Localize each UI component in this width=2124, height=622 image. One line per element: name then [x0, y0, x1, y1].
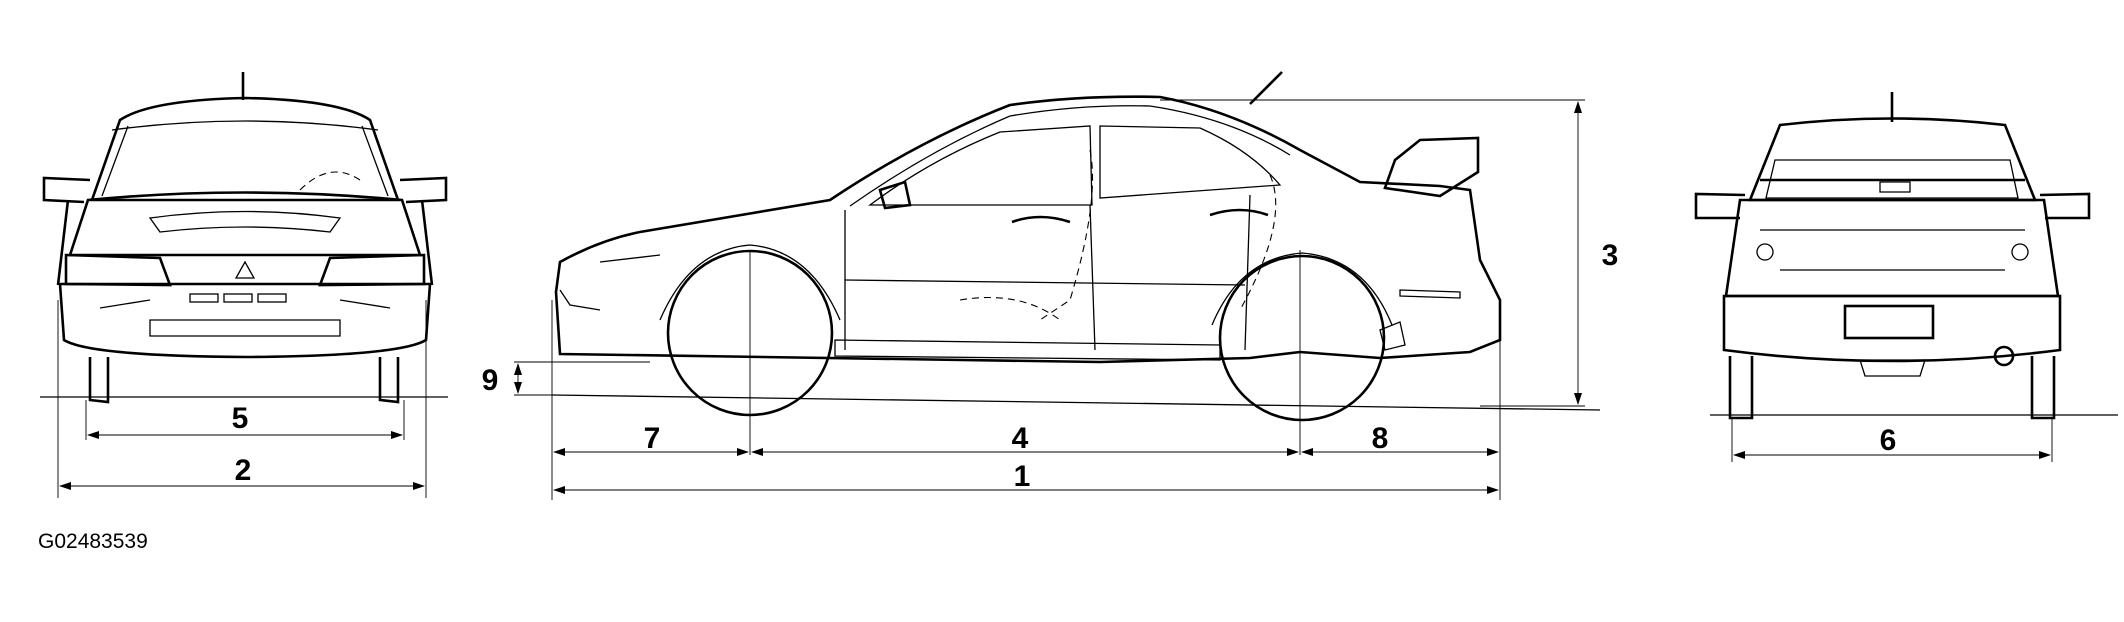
dimension-label-5: 5 [232, 402, 249, 435]
rear-view [1694, 92, 2118, 462]
dimension-label-8: 8 [1372, 422, 1389, 455]
dimension-label-1: 1 [1014, 460, 1031, 493]
dimension-label-6: 6 [1880, 424, 1897, 457]
side-view [514, 71, 1601, 500]
dimension-label-2: 2 [235, 454, 252, 487]
dimension-label-7: 7 [644, 422, 661, 455]
dimension-label-3: 3 [1602, 239, 1619, 272]
dimension-label-4: 4 [1012, 422, 1029, 455]
dimension-label-9: 9 [482, 364, 499, 397]
front-view [40, 72, 448, 498]
figure-code: G02483539 [38, 530, 148, 553]
